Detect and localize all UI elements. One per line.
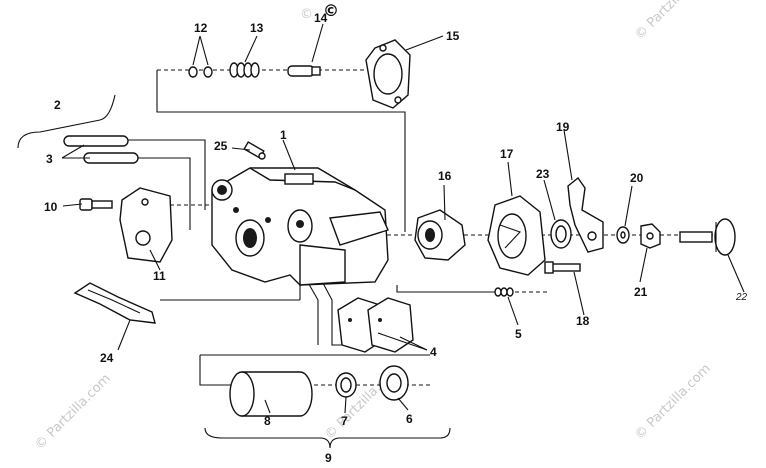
part-label-21: 21 xyxy=(634,285,648,299)
watermark-text: © Partzilla.com xyxy=(32,371,114,453)
bolt-part xyxy=(79,198,113,211)
leader-line xyxy=(396,285,500,293)
spring-clip-part xyxy=(73,282,156,324)
part-label-7: 7 xyxy=(341,414,348,428)
bleeder-screw-part xyxy=(243,141,266,160)
part-label-13: 13 xyxy=(250,21,264,35)
adjuster-knob-part xyxy=(679,218,736,256)
gasket-part xyxy=(365,39,411,109)
part-label-22: 22 xyxy=(735,292,748,303)
part-label-25: 25 xyxy=(214,139,228,153)
part-label-14: 14 xyxy=(314,11,328,25)
part-label-1: 1 xyxy=(280,128,287,142)
lever-part xyxy=(567,176,604,253)
part-label-24: 24 xyxy=(100,351,114,365)
piston-part xyxy=(229,371,313,417)
part-label-19: 19 xyxy=(556,120,570,134)
spring-part xyxy=(229,62,260,78)
flat-washer-part xyxy=(616,226,630,244)
leader-line xyxy=(137,157,191,230)
group-bracket xyxy=(204,427,451,449)
watermark-text: © Partzilla.com xyxy=(632,0,714,43)
part-label-18: 18 xyxy=(576,314,590,328)
part-label-17: 17 xyxy=(500,147,514,161)
watermark-text: © Partzilla.com xyxy=(632,361,714,443)
caliper-body-part xyxy=(211,167,389,286)
part-label-2: 2 xyxy=(54,98,61,112)
cover-part xyxy=(487,195,546,276)
part-label-3: 3 xyxy=(46,152,53,166)
part-label-6: 6 xyxy=(406,412,413,426)
nut-part xyxy=(640,223,661,249)
part-label-5: 5 xyxy=(515,327,522,341)
leader-line xyxy=(128,139,206,210)
part-label-10: 10 xyxy=(44,200,58,214)
part-label-9: 9 xyxy=(325,451,332,465)
label-leader-lines xyxy=(61,23,745,414)
part-label-20: 20 xyxy=(630,171,644,185)
part-labels: 12 13 14 15 2 1 25 3 10 11 16 17 19 23 2… xyxy=(44,11,748,465)
adjuster-part xyxy=(414,209,466,261)
group-bracket xyxy=(17,94,116,149)
part-label-11: 11 xyxy=(153,269,166,283)
small-spring-part xyxy=(494,287,514,297)
plunger-part xyxy=(287,65,321,77)
watermark-copyright-dark: © xyxy=(323,1,339,20)
screw-part xyxy=(544,261,581,274)
seal-part xyxy=(335,372,357,398)
o-ring-part xyxy=(188,66,213,78)
mounting-plate-part xyxy=(119,187,173,263)
part-label-12: 12 xyxy=(194,21,208,35)
part-label-8: 8 xyxy=(264,414,271,428)
part-label-4: 4 xyxy=(430,345,437,359)
washer-part xyxy=(550,219,572,249)
boot-part xyxy=(379,365,409,401)
brake-pad-part xyxy=(337,297,414,353)
part-label-15: 15 xyxy=(446,29,460,43)
part-label-16: 16 xyxy=(438,169,452,183)
part-label-23: 23 xyxy=(536,167,550,181)
watermark-copyright: © xyxy=(300,7,313,22)
leader-line xyxy=(156,70,406,232)
leader-line xyxy=(199,355,230,386)
pin-part xyxy=(63,135,139,164)
